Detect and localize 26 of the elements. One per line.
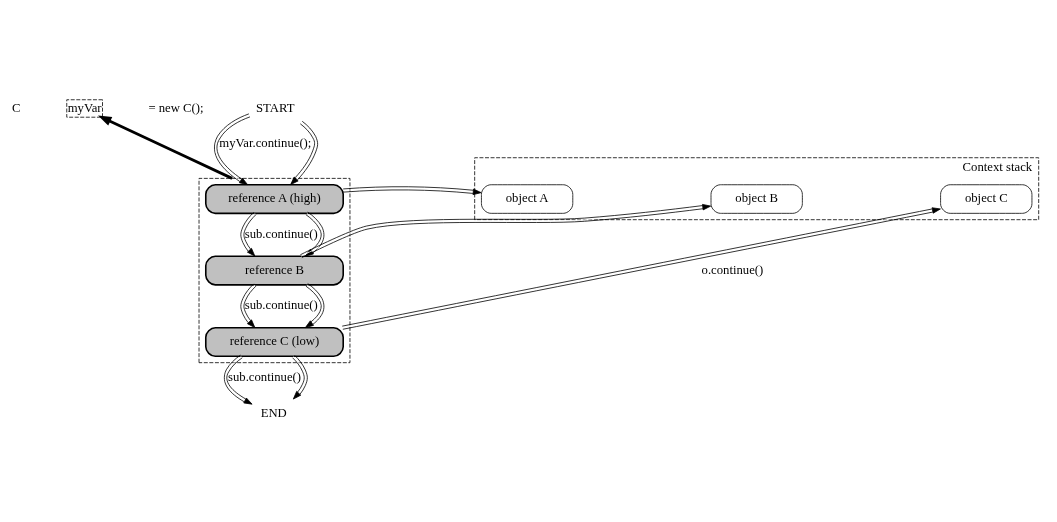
node-box: object A — [481, 184, 574, 214]
node-text: START — [256, 100, 295, 115]
arrow — [342, 186, 482, 195]
edge-label: sub.continue() — [228, 369, 302, 384]
node-box: reference C (low) — [205, 326, 344, 358]
edge-label: sub.continue() — [244, 226, 318, 241]
arrow — [240, 283, 257, 328]
node-box: object C — [940, 184, 1033, 214]
arrow — [290, 120, 319, 185]
arrow — [305, 283, 325, 328]
arrow — [292, 355, 308, 400]
arrow — [341, 207, 941, 330]
label: C — [12, 100, 21, 115]
arrow — [240, 211, 257, 257]
node-box: object B — [710, 184, 803, 214]
node-box: reference B — [205, 255, 344, 286]
arrow — [214, 113, 251, 186]
node-text: END — [260, 405, 287, 420]
label: = new C(); — [148, 100, 204, 115]
edge-label: sub.continue() — [244, 298, 318, 313]
arrow — [224, 354, 253, 405]
node-box: myVar — [66, 99, 103, 118]
edge-label: myVar.continue(); — [219, 136, 312, 151]
arrow — [98, 115, 233, 180]
edge-label: o.continue() — [701, 262, 764, 277]
node-box: reference A (high) — [205, 183, 344, 215]
